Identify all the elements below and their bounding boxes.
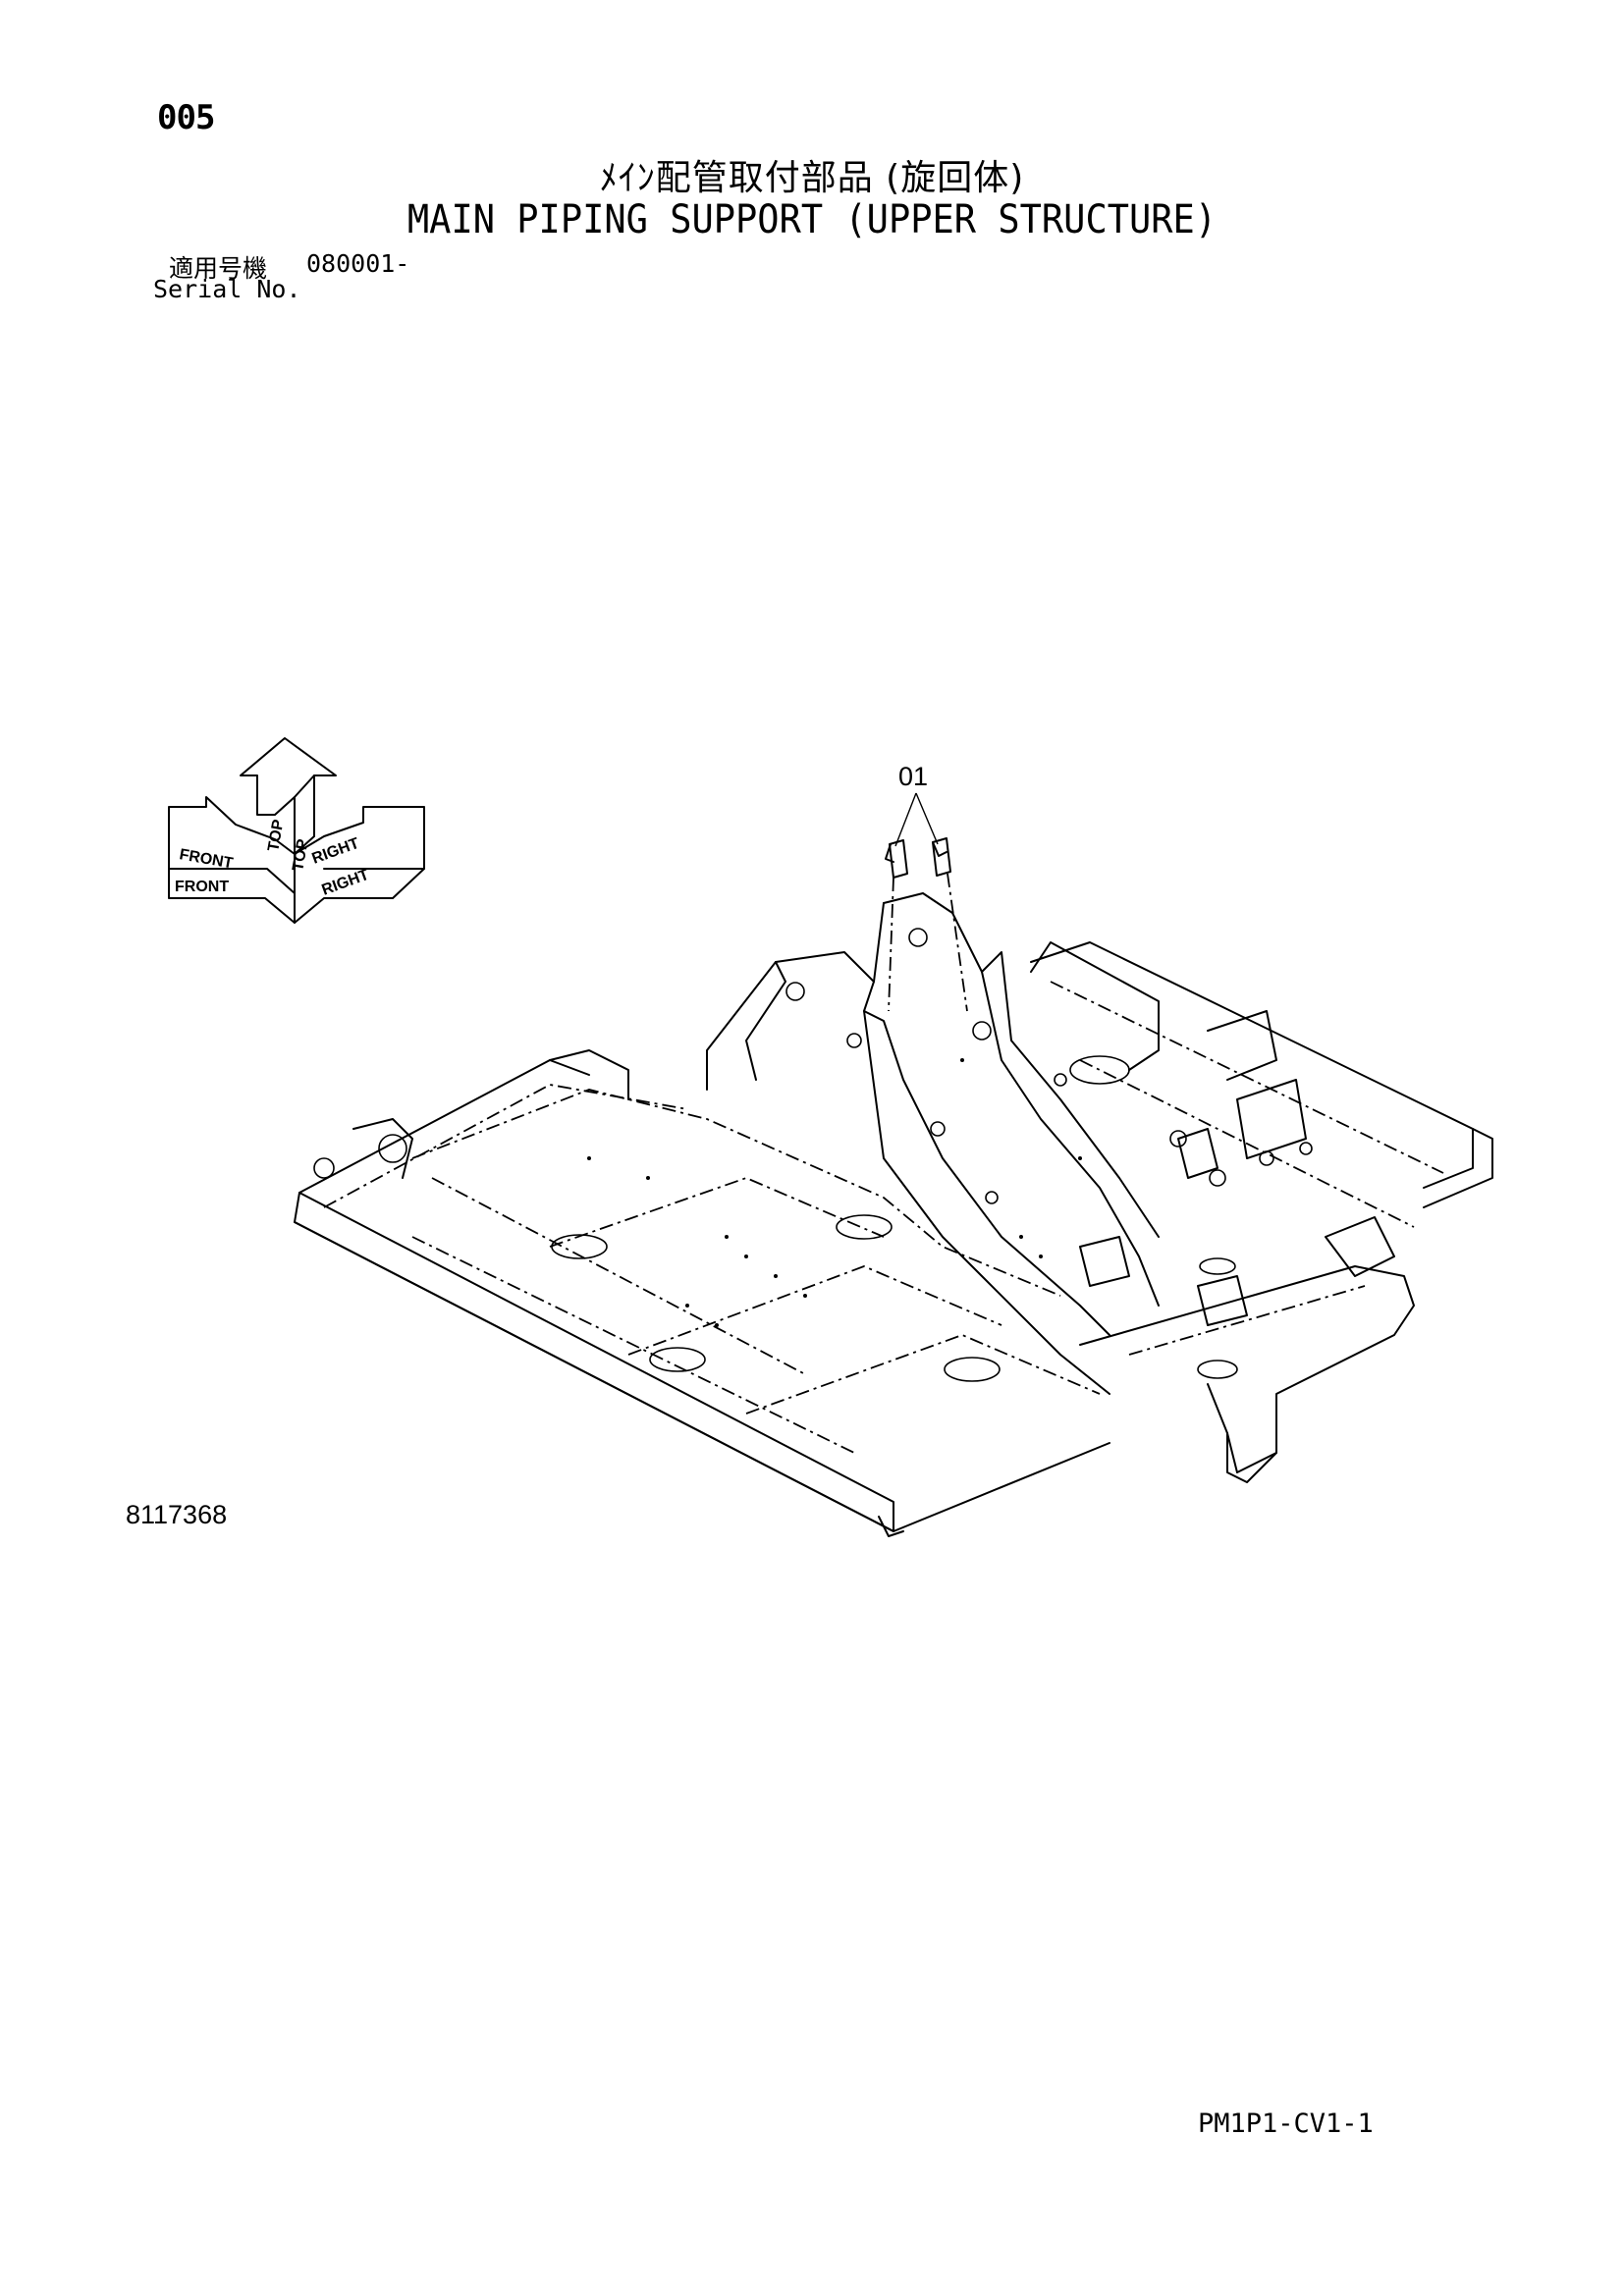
support-bracket-icon[interactable] [888,837,968,1012]
right-label: RIGHT [320,867,372,899]
callout-01[interactable]: 01 [885,762,947,863]
drawing-number: 8117368 [126,1500,228,1529]
top-label: TOP [265,818,287,852]
orientation-arrows-icon: TOP TOP FRONT FRONT RIGHT RIGHT [168,737,425,924]
front-label: FRONT [175,879,229,895]
front-arrow: FRONT FRONT [168,796,296,924]
upper-structure-frame [294,892,1493,1537]
serial-label-japanese: 適用号機 [169,254,268,283]
title-japanese: ﾒｲﾝ配管取付部品 (旋回体) [599,158,1025,198]
top-label-shadow: TOP [290,837,311,872]
serial-label-english: Serial No. [153,275,301,303]
title-english: MAIN PIPING SUPPORT (UPPER STRUCTURE) [406,196,1218,242]
page-code: PM1P1-CV1-1 [1198,2109,1374,2139]
serial-value: 080001- [306,249,410,278]
page-number: 005 [157,98,215,137]
callout-label: 01 [898,762,928,791]
